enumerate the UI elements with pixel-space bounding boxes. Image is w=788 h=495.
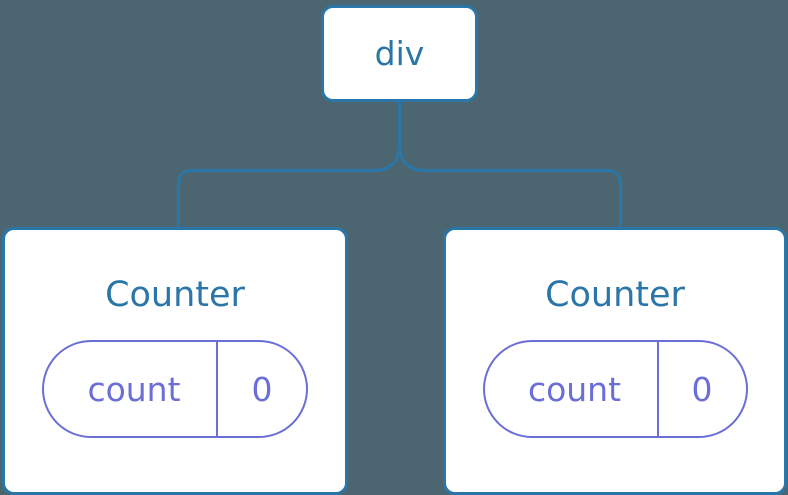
node-counter-left[interactable]: Counter count 0 xyxy=(2,227,348,495)
state-value-right: 0 xyxy=(656,342,746,436)
state-value-left: 0 xyxy=(216,342,306,436)
connector-branch-left xyxy=(177,141,401,227)
state-pill-left: count 0 xyxy=(42,340,308,438)
state-key-right: count xyxy=(527,369,622,409)
connector-branch-right xyxy=(398,141,622,227)
node-counter-right-label: Counter xyxy=(545,275,685,315)
state-pill-right: count 0 xyxy=(482,340,748,438)
node-div-label: div xyxy=(374,34,425,73)
node-counter-right[interactable]: Counter count 0 xyxy=(443,227,787,495)
node-counter-left-label: Counter xyxy=(105,275,245,315)
state-key-left: count xyxy=(87,369,181,409)
node-div[interactable]: div xyxy=(321,5,478,102)
